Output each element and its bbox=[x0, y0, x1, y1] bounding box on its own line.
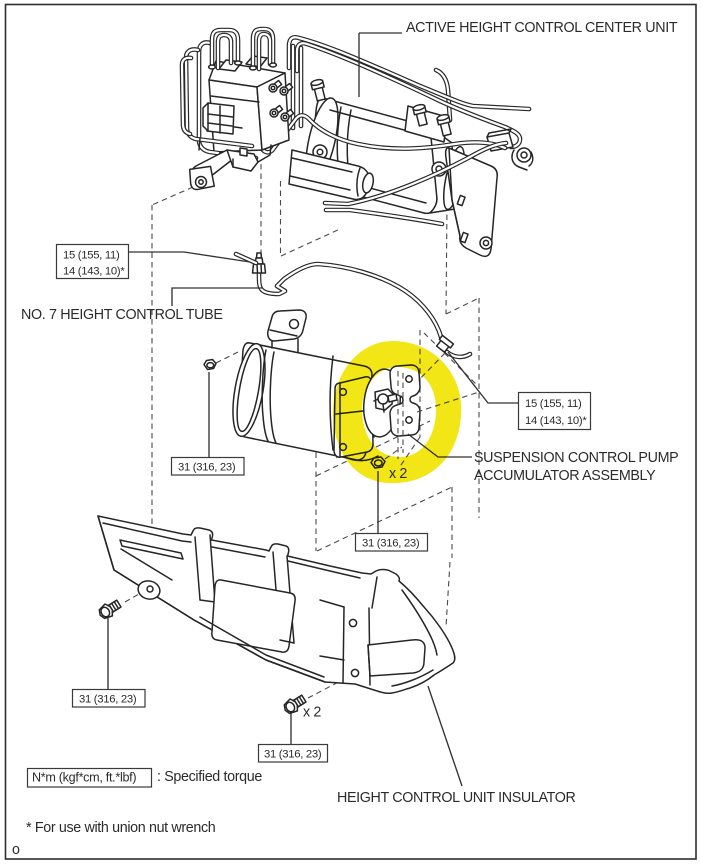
svg-text:NO. 7 HEIGHT CONTROL TUBE: NO. 7 HEIGHT CONTROL TUBE bbox=[21, 307, 223, 323]
svg-text:31 (316, 23): 31 (316, 23) bbox=[178, 462, 236, 474]
svg-text:14 (143, 10)*: 14 (143, 10)* bbox=[525, 415, 587, 427]
svg-text:ACTIVE HEIGHT CONTROL CENTER U: ACTIVE HEIGHT CONTROL CENTER UNIT bbox=[406, 20, 678, 36]
svg-text:HEIGHT CONTROL UNIT INSULATOR: HEIGHT CONTROL UNIT INSULATOR bbox=[337, 790, 576, 806]
svg-text:31 (316, 23): 31 (316, 23) bbox=[264, 749, 322, 761]
svg-text:15 (155, 11): 15 (155, 11) bbox=[525, 398, 582, 410]
svg-text:: Specified torque: : Specified torque bbox=[157, 769, 262, 785]
svg-text:SUSPENSION CONTROL PUMP: SUSPENSION CONTROL PUMP bbox=[474, 450, 678, 466]
svg-text:15 (155, 11): 15 (155, 11) bbox=[63, 250, 120, 262]
svg-text:o: o bbox=[12, 842, 20, 858]
svg-text:x 2: x 2 bbox=[389, 466, 407, 482]
svg-text:N*m (kgf*cm, ft.*lbf): N*m (kgf*cm, ft.*lbf) bbox=[32, 771, 136, 785]
svg-text:31 (316, 23): 31 (316, 23) bbox=[362, 538, 420, 550]
svg-text:ACCUMULATOR ASSEMBLY: ACCUMULATOR ASSEMBLY bbox=[474, 468, 656, 484]
svg-text:* For use with union nut wrenc: * For use with union nut wrench bbox=[26, 820, 216, 836]
svg-text:14 (143, 10)*: 14 (143, 10)* bbox=[63, 266, 125, 278]
svg-text:31 (316, 23): 31 (316, 23) bbox=[79, 694, 137, 706]
svg-text:x 2: x 2 bbox=[303, 705, 321, 721]
